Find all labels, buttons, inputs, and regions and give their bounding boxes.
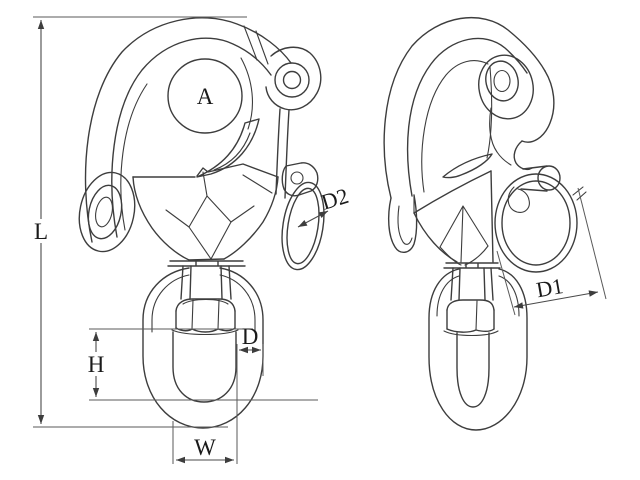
- pivot-lug: [265, 46, 322, 111]
- side-view: [383, 17, 587, 431]
- gate-pin-end: [290, 171, 304, 185]
- label-D: D: [242, 324, 259, 349]
- dimensions: L A D2 H D W: [31, 16, 607, 464]
- pull-ring-small: [281, 181, 325, 271]
- dimension-D2: D2: [297, 183, 351, 228]
- dimension-D: D: [236, 324, 264, 464]
- dimension-D1: D1: [496, 187, 607, 316]
- dimension-L: L: [31, 16, 247, 428]
- eye-opening-side: [456, 332, 490, 408]
- label-D1: D1: [534, 273, 565, 302]
- eye-opening-front: [172, 331, 237, 403]
- shackle-body: [132, 163, 279, 261]
- dimension-W: W: [172, 421, 234, 464]
- latch-pivot-boss: [478, 54, 555, 171]
- label-L: L: [34, 219, 48, 244]
- opening-circle: [167, 58, 243, 134]
- label-H: H: [88, 352, 105, 377]
- dimension-H: H: [84, 328, 318, 401]
- dimension-A: A: [197, 84, 214, 109]
- lug-hole-inner: [282, 70, 302, 90]
- shackle-bow: [84, 17, 292, 243]
- shackle-body-side: [413, 153, 494, 266]
- gate-pin-side: [507, 165, 561, 213]
- shackle-bow-side: [383, 17, 546, 253]
- label-A: A: [197, 84, 214, 109]
- lug-hole-outer: [274, 62, 310, 98]
- hinge-eye: [78, 171, 136, 253]
- hex-nut-side: [443, 299, 499, 337]
- label-D2: D2: [318, 183, 351, 215]
- swivel-side: [428, 262, 528, 431]
- label-W: W: [194, 435, 216, 460]
- front-view: [78, 17, 325, 429]
- ring-bracket: [281, 162, 319, 197]
- pull-ring-large: [494, 173, 587, 273]
